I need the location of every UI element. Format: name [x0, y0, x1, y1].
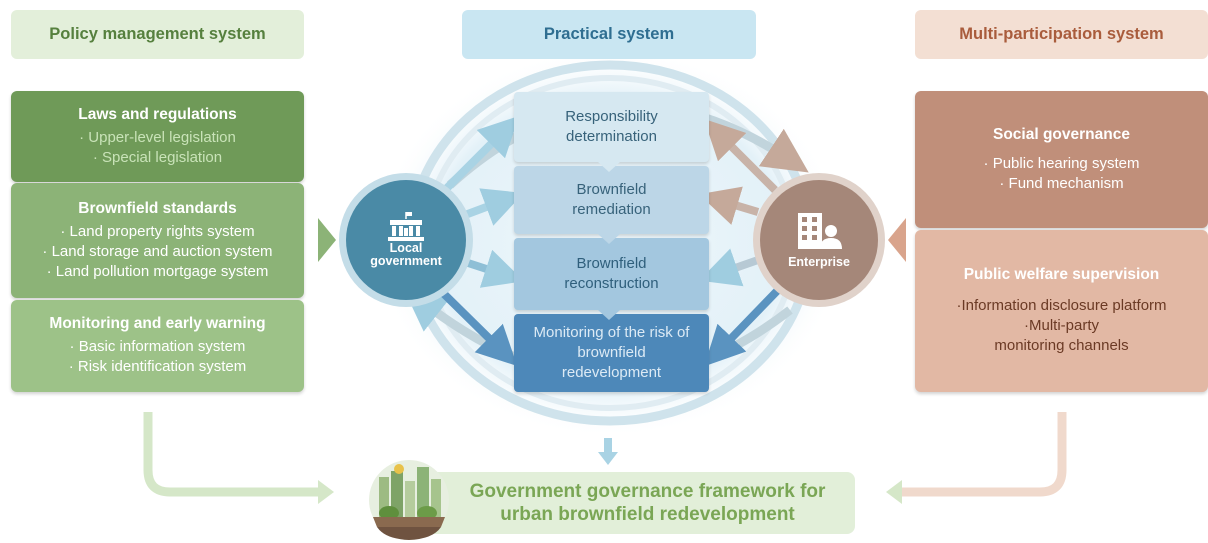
laws-item: · Special legislation — [92, 148, 223, 166]
multi-to-goal-arrow — [900, 412, 1067, 497]
multi-header: Multi-participation system — [915, 10, 1208, 59]
local-to-step1-arrow — [437, 115, 520, 198]
monitoring-item: · Basic information system — [69, 338, 246, 355]
goal-line-2: urban brownfield redevelopment — [500, 504, 795, 525]
policy-header: Policy management system — [11, 10, 304, 59]
monitoring-warning-box: Monitoring and early warning · Basic inf… — [11, 300, 304, 392]
business-person-icon — [798, 213, 842, 249]
local-to-step2-arrow — [463, 188, 524, 226]
goal-box — [380, 472, 855, 534]
step-remediation: Brownfield remediation — [514, 166, 709, 234]
enterprise-step2-arrow — [698, 186, 760, 225]
step-responsibility: Responsibility determination — [514, 92, 709, 162]
policy-to-goal-arrow — [143, 412, 320, 497]
standards-item: · Land property rights system — [60, 222, 255, 240]
step-label: Responsibility determination — [565, 108, 658, 145]
local-label: Local — [389, 241, 423, 255]
local-to-step4-arrow — [437, 287, 518, 367]
policy-triangle — [318, 218, 336, 262]
welfare-item: ·Information disclosure platform — [956, 297, 1167, 314]
goal-text: Government governance framework for urba… — [440, 480, 855, 526]
local-government-circle: Local government — [346, 180, 466, 300]
enterprise-circle: Enterprise — [760, 180, 878, 300]
step-label: Brownfield remediation — [572, 181, 651, 218]
step-label: Brownfield reconstruction — [564, 255, 659, 292]
laws-item: · Upper-level legislation — [79, 128, 236, 146]
welfare-item: ·Multi-party — [1023, 317, 1099, 334]
brownfield-standards-box: Brownfield standards · Land property rig… — [11, 183, 304, 298]
social-item: · Fund mechanism — [999, 174, 1124, 192]
city-landscape-icon — [369, 460, 449, 540]
multi-triangle — [888, 218, 906, 262]
standards-item: · Land storage and auction system — [42, 242, 273, 260]
social-governance-box: Social governance · Public hearing syste… — [915, 91, 1208, 228]
laws-regulations-box: Laws and regulations · Upper-level legis… — [11, 91, 304, 182]
welfare-title: Public welfare supervision — [963, 266, 1160, 283]
monitoring-item: · Risk identification system — [68, 358, 247, 375]
step-reconstruction: Brownfield reconstruction — [514, 238, 709, 310]
enterprise-label: Enterprise — [788, 255, 850, 269]
step-monitoring-risk: Monitoring of the risk of brownfield red… — [514, 314, 709, 392]
government-building-icon — [388, 212, 424, 241]
goal-line-1: Government governance framework for — [469, 481, 826, 502]
laws-title: Laws and regulations — [78, 105, 237, 123]
government-label: government — [370, 254, 442, 268]
enterprise-step4-arrow — [704, 287, 781, 367]
welfare-item: monitoring channels — [994, 337, 1129, 354]
monitoring-title: Monitoring and early warning — [49, 315, 266, 332]
enterprise-step3-arrow — [699, 248, 760, 287]
standards-item: · Land pollution mortgage system — [46, 262, 269, 280]
social-item: · Public hearing system — [983, 154, 1140, 172]
step-label: Monitoring of the risk of brownfield red… — [533, 324, 690, 381]
social-title: Social governance — [993, 125, 1130, 143]
standards-title: Brownfield standards — [78, 199, 237, 217]
enterprise-step1-arrow — [703, 118, 778, 193]
local-to-step3-arrow — [463, 249, 525, 288]
practical-header: Practical system — [462, 10, 756, 59]
public-welfare-box: Public welfare supervision ·Information … — [915, 230, 1208, 392]
